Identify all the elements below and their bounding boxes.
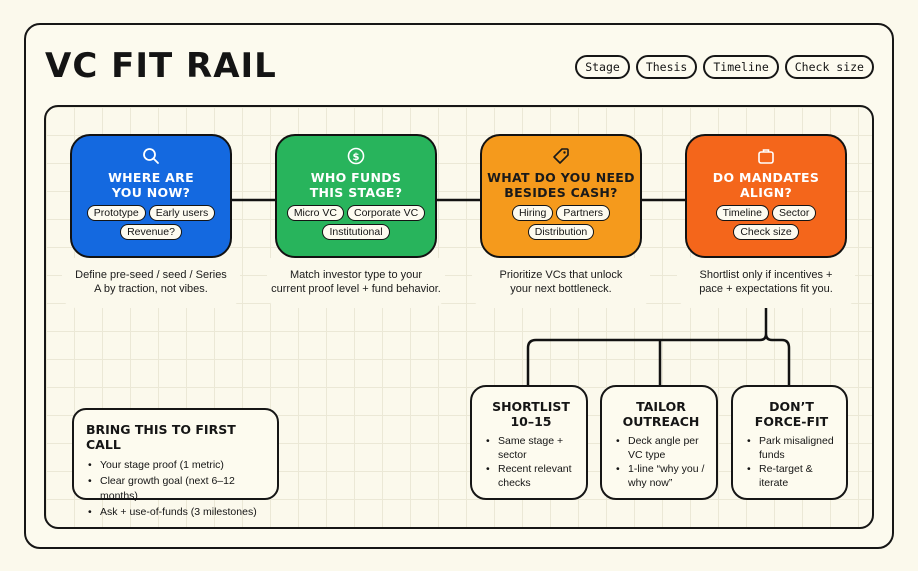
chip-partners: Partners <box>556 205 611 221</box>
dollar-icon: $ <box>347 147 365 165</box>
tag-row: Stage Thesis Timeline Check size <box>575 55 874 79</box>
chip-institutional: Institutional <box>322 224 390 240</box>
checklist-item: Clear growth goal (next 6–12 months) <box>86 474 267 504</box>
chip-sector: Sector <box>771 205 817 221</box>
chip-revenue: Revenue? <box>120 224 182 240</box>
first-call-checklist: BRING THIS TO FIRST CALL Your stage proo… <box>72 408 279 520</box>
outcome-item: 1-line “why you / why now” <box>614 463 708 490</box>
tag-icon <box>553 148 569 164</box>
outcome-item: Deck angle per VC type <box>614 435 708 462</box>
chip-timeline: Timeline <box>715 205 769 221</box>
chip-hiring: Hiring <box>511 205 554 221</box>
outcome-item: Park misaligned funds <box>745 435 838 462</box>
chip-corporate-vc: Corporate VC <box>346 205 426 221</box>
outcome-item: Re-target & iterate <box>745 463 838 490</box>
svg-text:$: $ <box>353 152 360 163</box>
chip-check-size: Check size <box>733 224 799 240</box>
tag-thesis[interactable]: Thesis <box>635 55 698 79</box>
chip-group: Timeline Sector Check size <box>691 205 841 240</box>
chip-distribution: Distribution <box>527 224 595 240</box>
checklist-title: BRING THIS TO FIRST CALL <box>86 422 236 452</box>
briefcase-icon <box>758 149 774 164</box>
outcome-item: Same stage + sector <box>484 435 578 462</box>
search-icon <box>143 148 159 164</box>
chip-micro-vc: Micro VC <box>286 205 344 221</box>
chip-group: Prototype Early users Revenue? <box>76 205 226 240</box>
chip-group: Hiring Partners Distribution <box>486 205 636 240</box>
page-title: VC FIT RAIL <box>45 46 277 86</box>
step-caption: Shortlist only if incentives +pace + exp… <box>677 258 855 308</box>
chip-group: Micro VC Corporate VC Institutional <box>281 205 431 240</box>
tag-timeline[interactable]: Timeline <box>703 55 779 79</box>
chip-prototype: Prototype <box>86 205 146 221</box>
tag-stage[interactable]: Stage <box>575 55 630 79</box>
chip-early-users: Early users <box>148 205 216 221</box>
outcome-item: Recent relevant checks <box>484 463 578 490</box>
checklist-item: Ask + use-of-funds (3 milestones) <box>86 505 267 520</box>
tag-check-size[interactable]: Check size <box>784 55 874 79</box>
checklist-item: Your stage proof (1 metric) <box>86 458 267 473</box>
